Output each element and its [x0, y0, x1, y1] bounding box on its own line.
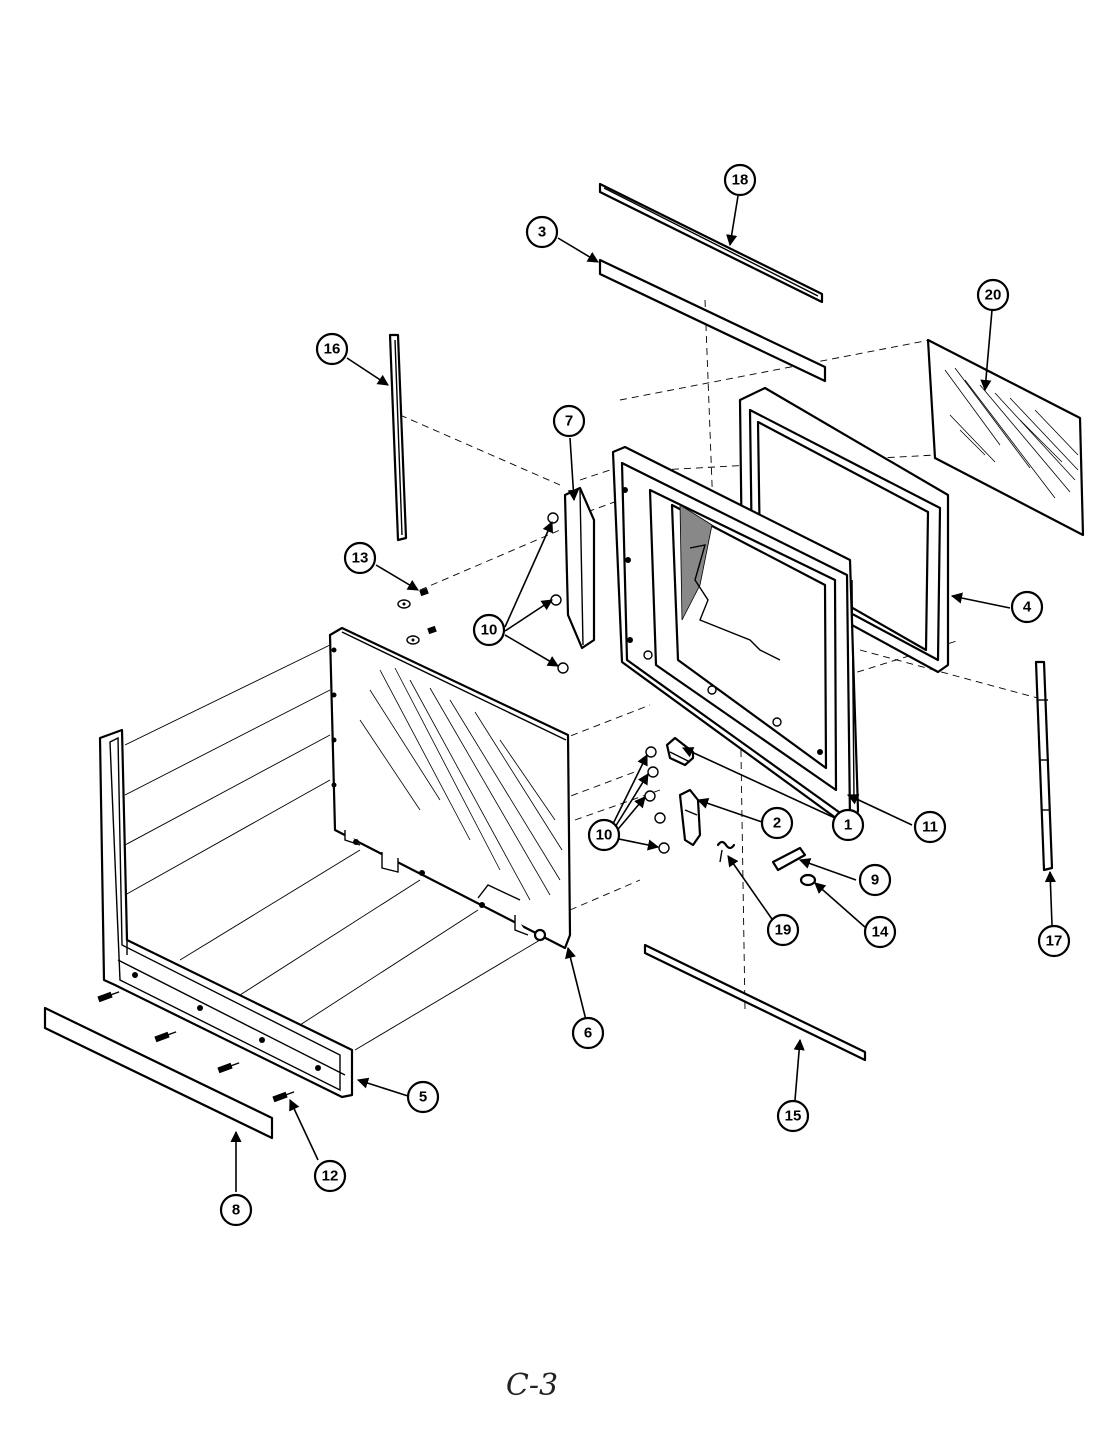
callout-14[interactable]: 14 [863, 915, 897, 949]
svg-text:14: 14 [872, 924, 889, 941]
svg-text:9: 9 [871, 872, 879, 889]
svg-text:20: 20 [985, 287, 1002, 304]
svg-text:3: 3 [538, 224, 546, 241]
callout-4[interactable]: 4 [1010, 590, 1044, 624]
part-7-bracket [563, 486, 596, 650]
callouts: 1 2 3 4 5 6 7 8 9 10 10 11 12 13 14 [219, 163, 1071, 1227]
svg-text:6: 6 [584, 1025, 592, 1042]
callout-3[interactable]: 3 [525, 215, 559, 249]
part-8-bottom-trim [43, 1006, 274, 1140]
callout-10-top[interactable]: 10 [472, 613, 506, 647]
callout-17[interactable]: 17 [1037, 924, 1071, 958]
page-code: C-3 [506, 1368, 558, 1403]
part-13-screws-washers [397, 587, 437, 645]
svg-text:10: 10 [596, 827, 613, 844]
svg-text:12: 12 [322, 1168, 339, 1185]
callout-6[interactable]: 6 [571, 1016, 605, 1050]
svg-text:18: 18 [732, 172, 749, 189]
svg-text:16: 16 [324, 341, 341, 358]
callout-11[interactable]: 11 [913, 810, 947, 844]
callout-18[interactable]: 18 [723, 163, 757, 197]
callout-10-bottom[interactable]: 10 [587, 818, 621, 852]
part-17-side-strip [1034, 660, 1054, 872]
part-16-side-strip [388, 333, 408, 542]
callout-15[interactable]: 15 [776, 1099, 810, 1133]
svg-text:10: 10 [481, 622, 498, 639]
callout-12[interactable]: 12 [313, 1159, 347, 1193]
svg-text:13: 13 [352, 550, 369, 567]
svg-text:15: 15 [785, 1108, 802, 1125]
part-14-knob [799, 873, 817, 887]
callout-2[interactable]: 2 [760, 806, 794, 840]
part-4-gasket-frame [738, 386, 950, 674]
svg-text:11: 11 [922, 819, 938, 836]
svg-text:17: 17 [1046, 933, 1063, 950]
frame-guide-lines [124, 644, 541, 1051]
part-19-spring [716, 840, 736, 863]
part-3-strip [598, 258, 827, 383]
svg-text:2: 2 [773, 815, 781, 832]
part-15-bottom-strip [643, 943, 867, 1062]
part-2-hinge-bracket [678, 788, 702, 847]
part-9-latch [771, 846, 807, 872]
part-1-hinge-bracket [665, 736, 695, 767]
svg-text:8: 8 [232, 1202, 240, 1219]
leader-lines [230, 195, 1056, 1192]
part-6-outer-door-glass [328, 626, 572, 950]
callout-19[interactable]: 19 [766, 913, 800, 947]
svg-text:5: 5 [419, 1089, 427, 1106]
part-20-glass-panel [926, 338, 1085, 537]
part-12-screws [97, 991, 295, 1103]
callout-5[interactable]: 5 [406, 1080, 440, 1114]
callout-20[interactable]: 20 [976, 278, 1010, 312]
svg-text:1: 1 [844, 817, 852, 834]
callout-9[interactable]: 9 [858, 863, 892, 897]
callout-13[interactable]: 13 [343, 541, 377, 575]
svg-text:4: 4 [1023, 599, 1032, 616]
part-5-door-frame [98, 728, 354, 1099]
callout-7[interactable]: 7 [552, 404, 586, 438]
svg-text:19: 19 [775, 922, 792, 939]
svg-text:7: 7 [565, 413, 573, 430]
part-18-top-trim [598, 182, 824, 304]
callout-8[interactable]: 8 [219, 1193, 253, 1227]
callout-16[interactable]: 16 [315, 332, 349, 366]
callout-1[interactable]: 1 [831, 808, 865, 842]
